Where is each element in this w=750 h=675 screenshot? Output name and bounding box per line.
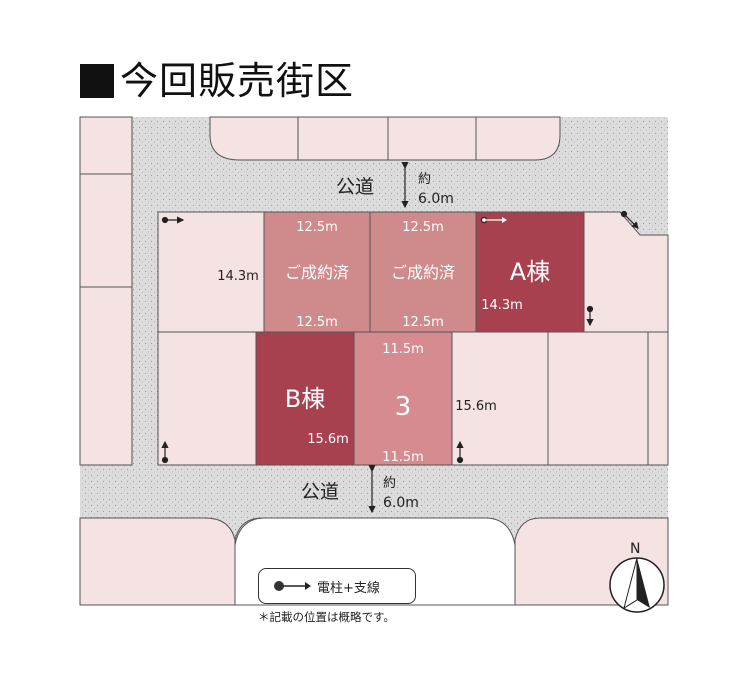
top-road-width: 6.0m: [418, 191, 454, 207]
lot-a: [475, 211, 585, 333]
lot2-status: ご成約済: [391, 263, 455, 282]
lot3-top-width: 11.5m: [382, 342, 424, 357]
compass-icon: [609, 557, 665, 613]
lot1-top-width: 12.5m: [296, 220, 338, 235]
top-road-label: 公道: [336, 176, 374, 198]
bottom-road-width: 6.0m: [383, 495, 419, 511]
lot-a-label: A棟: [510, 258, 550, 286]
bottom-road-label: 公道: [301, 481, 339, 503]
legend: 電柱+支線: [258, 568, 416, 604]
legend-label: 電柱+支線: [317, 581, 380, 596]
bottom-road-width-prefix: 約: [383, 476, 396, 491]
lot-b-label: B棟: [285, 385, 325, 413]
lot3-label: 3: [395, 392, 412, 422]
lot-3: [353, 331, 453, 466]
top-road-width-prefix: 約: [418, 172, 431, 187]
lot-b-depth: 15.6m: [307, 432, 349, 447]
right-depth-label: 15.6m: [455, 399, 497, 414]
footnote: ＊記載の位置は概略です。: [258, 610, 395, 624]
utility-pole-legend-icon: [274, 581, 311, 591]
compass-label: N: [630, 541, 640, 557]
neighbor-parcels: [79, 116, 669, 606]
lot-sold-2: [369, 211, 477, 333]
lot1-status: ご成約済: [285, 263, 349, 282]
lot-b: [255, 331, 355, 466]
lot3-bottom-width: 11.5m: [382, 450, 424, 465]
page-title: 今回販売街区: [80, 50, 354, 105]
lot-a-depth: 14.3m: [481, 298, 523, 313]
lot1-bottom-width: 12.5m: [296, 315, 338, 330]
title-square-icon: [80, 64, 114, 98]
lot-sold-1: [263, 211, 371, 333]
title-text: 今回販売街区: [120, 59, 355, 103]
utility-pole-icons: [161, 210, 639, 464]
lot2-top-width: 12.5m: [402, 220, 444, 235]
left-depth-label: 14.3m: [217, 269, 259, 284]
lot2-bottom-width: 12.5m: [402, 315, 444, 330]
